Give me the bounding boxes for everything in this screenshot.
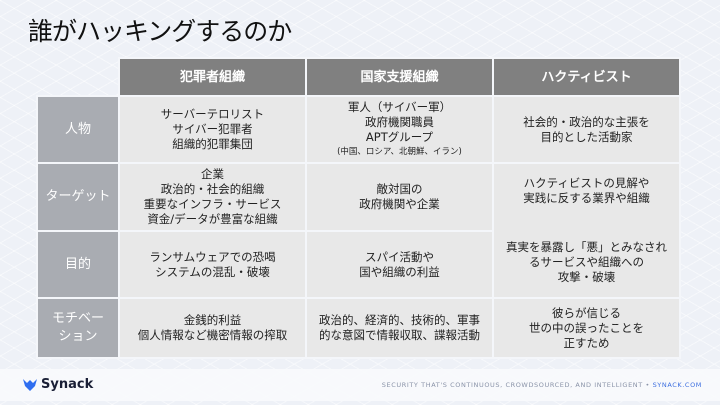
website-link[interactable]: SYNACK.COM (652, 381, 702, 389)
row-label-text: 目的 (64, 256, 91, 272)
column-header: 国家支援組織 (305, 57, 494, 97)
cell-line: 政府機関職員 (365, 114, 434, 129)
cell-line: 政治的、経済的、技術的、軍事 (319, 313, 480, 327)
cell-line: 重要なインフラ・サービス (143, 197, 282, 211)
cell-line: るサービスや組織への (529, 255, 644, 269)
row-label-text: モチベー (51, 311, 104, 326)
row-label-text: ション (58, 329, 98, 344)
footer: Synack SECURITY THAT'S CONTINUOUS, CROWD… (0, 369, 720, 401)
table-cell: 彼らが信じる世の中の誤ったことを正すため (492, 297, 681, 359)
cell-line: 政府機関や企業 (359, 197, 440, 211)
column-header: 犯罪者組織 (118, 57, 307, 97)
table-cell: 敵対国の政府機関や企業 (305, 162, 494, 232)
cell-line: 目的とした活動家 (540, 129, 633, 144)
cell-line: 敵対国の (376, 182, 423, 196)
cell-line: 世の中の誤ったことを (529, 320, 644, 335)
table-cell: 企業政治的・社会的組織重要なインフラ・サービス資金/データが豊富な組織 (118, 162, 307, 232)
cell-line: 国や組織の利益 (359, 264, 440, 279)
cell-note: (中国、ロシア、北朝鮮、イラン) (337, 146, 462, 157)
cell-line: 金銭的利益 (183, 313, 242, 327)
cell-line: サーバーテロリスト (160, 107, 265, 121)
cell-line: 個人情報など機密情報の搾取 (137, 328, 288, 342)
cell-line: 彼らが信じる (552, 305, 621, 320)
cell-line: 社会的・政治的な主張を (523, 114, 650, 129)
hacker-comparison-table: 犯罪者組織 国家支援組織 ハクティビスト 人物 サーバーテロリストサイバー犯罪者… (36, 57, 681, 359)
cell-line: 実践に反する業界や組織 (523, 191, 650, 205)
tagline-text: SECURITY THAT'S CONTINUOUS, CROWDSOURCED… (381, 381, 653, 389)
row-label-purpose: 目的 (36, 230, 120, 299)
table-cell: スパイ活動や国や組織の利益 (305, 230, 494, 299)
cell-line: 企業 (201, 167, 224, 181)
table-cell: 社会的・政治的な主張を目的とした活動家 (492, 95, 681, 164)
cell-line: スパイ活動や (365, 249, 434, 264)
cell-line: 軍人（サイバー軍） (347, 99, 452, 114)
cell-line: 組織的犯罪集団 (172, 137, 253, 151)
row-label-target: ターゲット (36, 162, 120, 232)
row-label-text: ターゲット (45, 189, 111, 204)
cell-line: ハクティビストの見解や (523, 176, 650, 190)
synack-logo-icon (23, 378, 37, 391)
corner-cell (37, 58, 119, 96)
cell-line: 的な意図で情報収取、諜報活動 (319, 328, 480, 342)
column-header: ハクティビスト (492, 57, 681, 97)
brand-name: Synack (41, 377, 94, 392)
cell-line: 攻撃・破壊 (557, 270, 616, 284)
row-label-motivation: モチベーション (36, 297, 120, 359)
page-title: 誰がハッキングするのか (28, 17, 292, 46)
synack-logo: Synack (22, 377, 93, 392)
cell-line: 資金/データが豊富な組織 (147, 212, 278, 226)
cell-line: ランサムウェアでの恐喝 (149, 249, 276, 264)
cell-line: APTグループ (365, 129, 434, 144)
table-cell-merged: ハクティビストの見解や実践に反する業界や組織真実を暴露し「悪」とみなされるサービ… (492, 162, 681, 299)
footer-tagline: SECURITY THAT'S CONTINUOUS, CROWDSOURCED… (382, 381, 702, 389)
cell-line: システムの混乱・破壊 (155, 264, 270, 279)
cell-line: 真実を暴露し「悪」とみなされ (506, 240, 667, 254)
cell-line: 政治的・社会的組織 (160, 182, 265, 196)
cell-line: サイバー犯罪者 (172, 122, 253, 136)
cell-line: 正すため (563, 335, 610, 350)
row-label-person: 人物 (36, 95, 120, 164)
table-cell: 政治的、経済的、技術的、軍事的な意図で情報収取、諜報活動 (305, 297, 494, 359)
row-label-text: 人物 (64, 121, 91, 137)
table-cell: ランサムウェアでの恐喝システムの混乱・破壊 (118, 230, 307, 299)
table-cell: 金銭的利益個人情報など機密情報の搾取 (118, 297, 307, 359)
table-cell: サーバーテロリストサイバー犯罪者組織的犯罪集団 (118, 95, 307, 164)
